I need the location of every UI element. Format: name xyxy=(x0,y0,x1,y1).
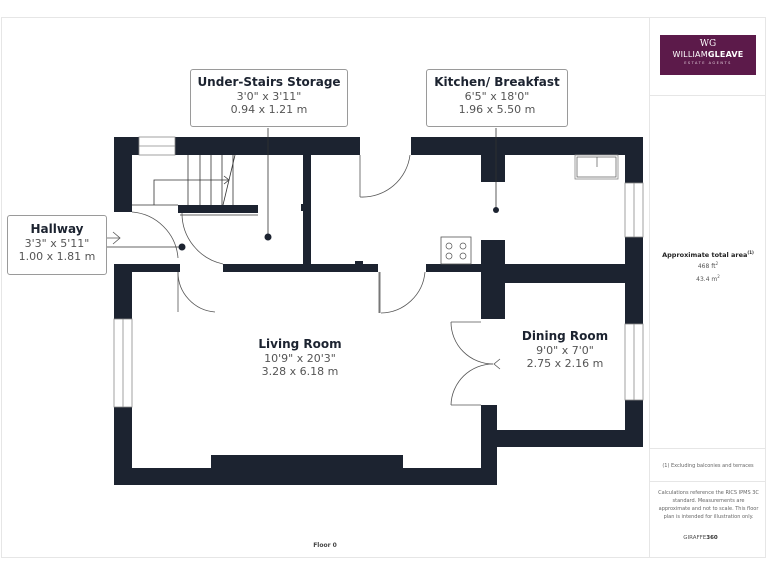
credit-bold: 360 xyxy=(706,535,718,541)
room-label-hallway: Hallway 3'3" x 5'11" 1.00 x 1.81 m xyxy=(7,215,107,275)
area-footnote-ref: (1) xyxy=(747,250,754,255)
room-label-kitchen-breakfast: Kitchen/ Breakfast 6'5" x 18'0" 1.96 x 5… xyxy=(426,69,568,127)
disclaimer: Calculations reference the RICS IPMS 3C … xyxy=(658,490,759,520)
windows xyxy=(113,136,644,408)
light-points xyxy=(178,207,499,251)
area-title: Approximate total area(1) xyxy=(650,250,766,259)
room-metric: 3.28 x 6.18 m xyxy=(261,365,339,378)
total-area: Approximate total area(1) 468 ft2 43.4 m… xyxy=(650,250,766,285)
room-name: Living Room xyxy=(258,337,342,351)
doors xyxy=(100,154,501,406)
room-label-living-room: Living Room 10'9" x 20'3" 3.28 x 6.18 m xyxy=(235,337,365,378)
logo-section: WG WILLIAMGLEAVE ESTATE AGENTS xyxy=(650,17,766,96)
area-sup: 2 xyxy=(717,274,720,280)
logo-mark-icon: WG xyxy=(699,39,717,49)
leaders xyxy=(107,128,497,248)
area-title-text: Approximate total area xyxy=(662,251,748,260)
room-metric: 1.96 x 5.50 m xyxy=(458,103,536,116)
room-imperial: 9'0" x 7'0" xyxy=(536,344,594,357)
logo-name-bold: GLEAVE xyxy=(707,50,744,59)
walls xyxy=(114,137,643,485)
room-imperial: 3'3" x 5'11" xyxy=(24,237,90,250)
credit: GIRAFFE360 xyxy=(642,535,759,541)
room-name: Kitchen/ Breakfast xyxy=(434,75,560,89)
logo-name: WILLIAMGLEAVE xyxy=(660,50,756,60)
floor-label: Floor 0 xyxy=(313,542,337,549)
footnote: (1) Excluding balconies and terraces xyxy=(650,448,766,482)
logo-name-light: WILLIAM xyxy=(672,50,708,59)
room-metric: 2.75 x 2.16 m xyxy=(526,357,604,370)
kitchen-fittings xyxy=(440,154,619,265)
room-metric: 1.00 x 1.81 m xyxy=(18,250,96,263)
area-sup: 2 xyxy=(715,261,719,267)
brand-logo: WG WILLIAMGLEAVE ESTATE AGENTS xyxy=(660,35,756,75)
room-name: Hallway xyxy=(30,222,84,236)
area-sqft-value: 468 ft xyxy=(697,263,716,271)
room-label-under-stairs-storage: Under-Stairs Storage 3'0" x 3'11" 0.94 x… xyxy=(190,69,348,127)
room-label-dining-room: Dining Room 9'0" x 7'0" 2.75 x 2.16 m xyxy=(505,329,625,370)
stairs xyxy=(132,154,258,216)
area-sqm-value: 43.4 m xyxy=(696,276,718,284)
info-sidebar: WG WILLIAMGLEAVE ESTATE AGENTS Approxima… xyxy=(649,17,766,558)
room-imperial: 3'0" x 3'11" xyxy=(236,90,302,103)
logo-sub: ESTATE AGENTS xyxy=(684,61,732,65)
room-imperial: 6'5" x 18'0" xyxy=(464,90,530,103)
room-metric: 0.94 x 1.21 m xyxy=(230,103,308,116)
room-name: Dining Room xyxy=(521,329,609,343)
room-name: Under-Stairs Storage xyxy=(197,75,341,89)
room-imperial: 10'9" x 20'3" xyxy=(264,352,336,365)
page-frame xyxy=(1,17,766,558)
area-sqm: 43.4 m2 xyxy=(650,272,766,285)
area-sqft: 468 ft2 xyxy=(650,259,766,272)
credit-light: GIRAFFE xyxy=(683,535,707,541)
